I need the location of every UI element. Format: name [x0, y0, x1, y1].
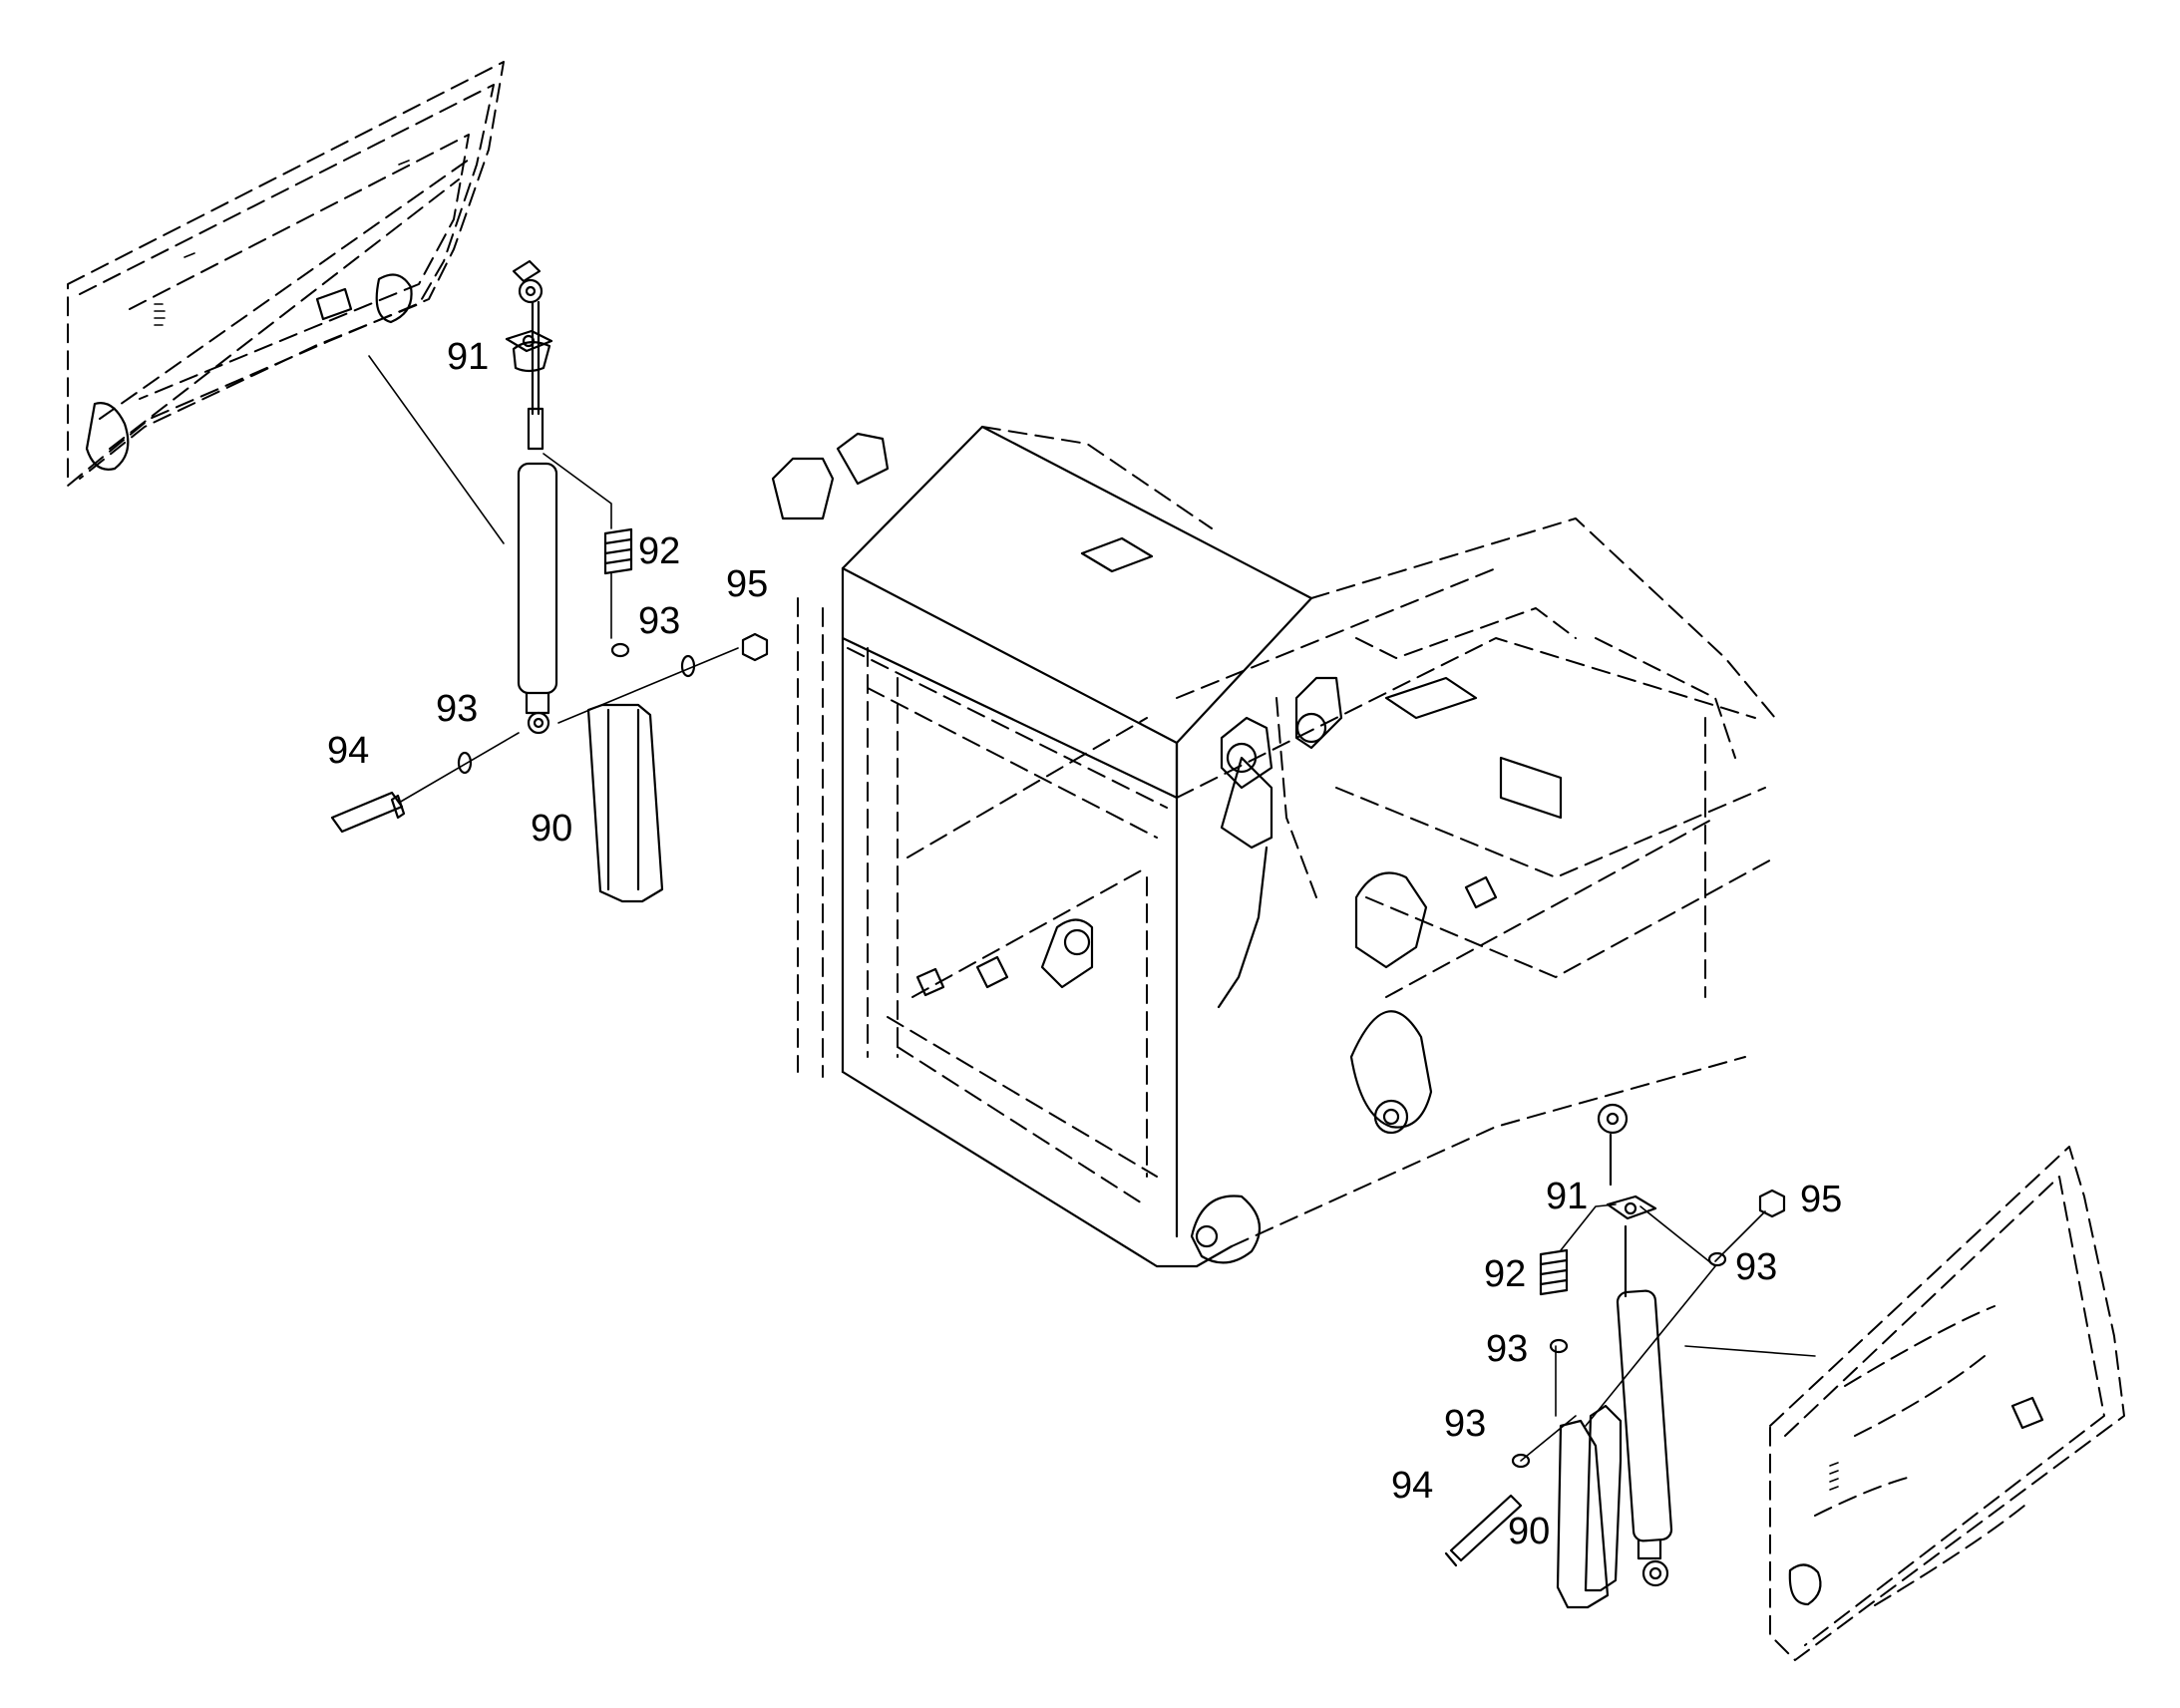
right-washer-91	[1606, 1195, 1657, 1220]
callout-90-right: 90	[1508, 1511, 1550, 1552]
callout-93-left-lower: 93	[436, 688, 478, 730]
left-washer-91	[505, 329, 553, 353]
left-fasteners	[330, 632, 769, 834]
right-fasteners	[1444, 1189, 1786, 1567]
right-callouts: 91 95 92 93 93 93 94 90	[1391, 1176, 1842, 1552]
callout-91-right: 91	[1546, 1176, 1588, 1217]
callout-90-left: 90	[531, 808, 572, 850]
right-side-panel	[1769, 1146, 2125, 1661]
callout-93-left-upper: 93	[638, 600, 680, 642]
callout-94-right: 94	[1391, 1465, 1433, 1507]
callout-95-right: 95	[1800, 1179, 1842, 1220]
left-side-panel	[67, 61, 505, 487]
right-spring-92	[1539, 1248, 1569, 1296]
main-loader-frame	[771, 425, 1776, 1268]
right-leader-lines	[1520, 1203, 1816, 1462]
callout-93-right-lower: 93	[1444, 1403, 1486, 1445]
callout-92-left: 92	[638, 530, 680, 572]
callout-95-left: 95	[726, 563, 768, 605]
callout-91-left: 91	[447, 336, 489, 378]
left-callouts: 91 92 93 95 93 94 90	[327, 336, 768, 850]
callout-92-right: 92	[1484, 1253, 1526, 1295]
left-spring-92	[603, 527, 633, 575]
callout-93-right-upper: 93	[1735, 1246, 1777, 1288]
callout-93-right-middle: 93	[1486, 1328, 1528, 1370]
left-leader-lines	[368, 355, 739, 804]
right-bracket-90	[1556, 1404, 1623, 1609]
right-gas-strut	[1597, 1103, 1673, 1587]
callout-94-left: 94	[327, 730, 369, 772]
left-bracket-90	[586, 703, 664, 903]
left-gas-strut	[512, 259, 558, 735]
